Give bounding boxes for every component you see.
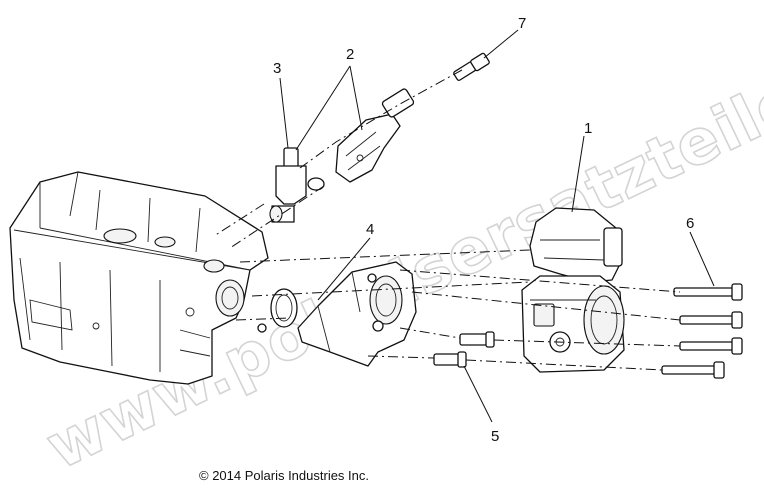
cylinder-head — [9, 171, 269, 385]
throttle-body — [521, 207, 625, 373]
callout-6: 6 — [686, 215, 694, 232]
throttle-body-bolts — [661, 283, 743, 379]
adapter-bolts — [433, 331, 495, 368]
intake-gasket — [257, 288, 298, 333]
copyright-notice: © 2014 Polaris Industries Inc. — [199, 468, 369, 483]
callout-4: 4 — [366, 221, 374, 238]
callout-2: 2 — [346, 46, 354, 63]
intake-adapter — [297, 261, 417, 367]
callout-3: 3 — [273, 60, 281, 77]
callout-1: 1 — [584, 120, 592, 137]
callout-5: 5 — [491, 428, 499, 445]
fuel-injector — [269, 147, 325, 223]
callout-leaders — [279, 29, 715, 423]
fuel-fitting — [453, 52, 490, 81]
callout-7: 7 — [518, 15, 526, 32]
assembly-lines — [213, 69, 681, 371]
